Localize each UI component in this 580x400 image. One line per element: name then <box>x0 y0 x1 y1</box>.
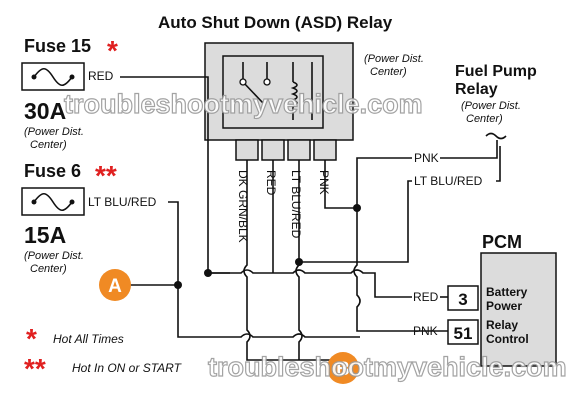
asd-location-1: (Power Dist. <box>364 53 424 65</box>
wiring <box>120 76 501 361</box>
legend-double-star: ** <box>24 353 46 384</box>
fuse-15: Fuse 15 * RED 30A (Power Dist. Center) <box>21 35 118 151</box>
fuse-6-wire-label: LT BLU/RED <box>88 195 157 209</box>
pcm-title: PCM <box>482 232 522 252</box>
connector-a-label: A <box>108 276 122 297</box>
fuel-pump-relay-label-1: Fuel Pump <box>455 63 537 80</box>
watermark: troubleshootmyvehicle.com <box>208 352 567 382</box>
pin-wire-label: LT BLU/RED <box>289 170 303 239</box>
fuse-6-location-2: Center) <box>30 263 67 275</box>
fuse-6-marker: ** <box>95 160 117 191</box>
pin-wire-label: DK GRN/BLK <box>236 170 250 243</box>
relay-terminal <box>313 139 337 161</box>
pcm-pin-51-label-1: Relay <box>486 318 518 332</box>
asd-relay <box>204 42 354 161</box>
pcm: PCM 3 51 Battery Power Relay Control <box>447 232 557 367</box>
relay-terminal <box>261 139 285 161</box>
pcm-pin-51-label-2: Control <box>486 332 529 346</box>
pcm-pin-3-number: 3 <box>458 290 467 309</box>
fuse-15-marker: * <box>107 35 118 66</box>
connector-b: B <box>327 352 359 384</box>
pcm-housing <box>480 252 557 367</box>
relay-coil <box>290 62 298 120</box>
pnk-wire-label: PNK <box>414 151 439 165</box>
legend-hot-in-on-start: Hot In ON or START <box>72 361 183 375</box>
fuse-6-location-1: (Power Dist. <box>24 250 84 262</box>
fuse-6-label: Fuse 6 <box>24 161 81 181</box>
pcm-pin-3-label-1: Battery <box>486 285 528 299</box>
legend: * Hot All Times ** Hot In ON or START <box>24 323 183 384</box>
pcm-pin-51-number: 51 <box>454 324 473 343</box>
fuse-15-label: Fuse 15 <box>24 36 91 56</box>
fuse-15-location-1: (Power Dist. <box>24 126 84 138</box>
pcm-pin-3-label-2: Power <box>486 299 522 313</box>
diagram-title: Auto Shut Down (ASD) Relay <box>158 13 393 32</box>
fuel-pump-relay-location-1: (Power Dist. <box>461 100 521 112</box>
fuel-pump-relay-label-2: Relay <box>455 81 498 98</box>
fuse-6: Fuse 6 ** LT BLU/RED 15A (Power Dist. Ce… <box>21 160 157 275</box>
fuel-pump-relay-location-2: Center) <box>466 113 503 125</box>
pcm-pin-3 <box>447 285 479 311</box>
fuse-6-rating: 15A <box>24 222 66 248</box>
fuse-15-wire-label: RED <box>88 69 114 83</box>
relay-switch-blade <box>242 81 264 104</box>
relay-terminal <box>235 139 259 161</box>
legend-hot-all-times: Hot All Times <box>53 332 124 346</box>
asd-relay-inner <box>222 55 324 129</box>
asd-location-2: Center) <box>370 66 407 78</box>
connector-a: A <box>99 269 131 301</box>
pcm-pin-51 <box>447 319 479 345</box>
pin-wire-label: RED <box>264 170 278 196</box>
pcm-pnk-wire-label: PNK <box>413 324 438 338</box>
pin-wire-label: PNK <box>317 170 331 195</box>
fuse-15-rating: 30A <box>24 98 66 124</box>
fuse-15-location-2: Center) <box>30 139 67 151</box>
connector-b-label: B <box>336 359 350 380</box>
pcm-red-wire-label: RED <box>413 290 439 304</box>
lt-blu-red-wire-label: LT BLU/RED <box>414 174 483 188</box>
fuel-pump-relay-connector-icon <box>485 132 507 140</box>
watermark: troubleshootmyvehicle.com <box>64 89 423 119</box>
legend-single-star: * <box>26 323 37 354</box>
relay-terminal <box>287 139 311 161</box>
